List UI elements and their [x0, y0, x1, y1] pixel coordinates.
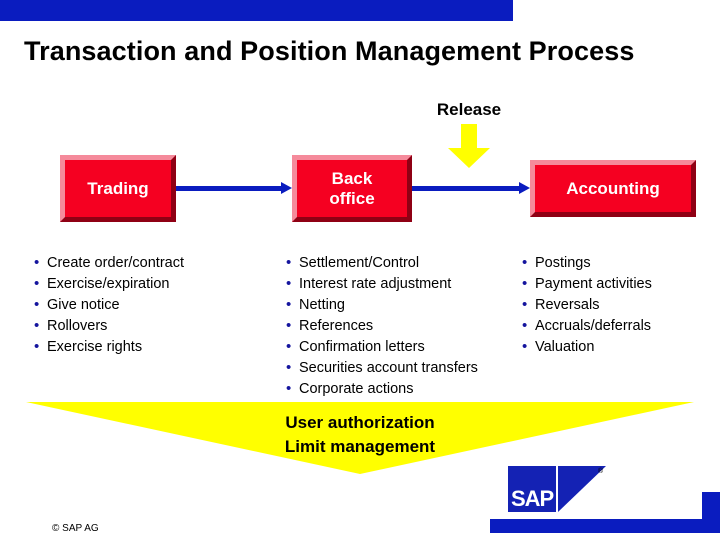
bullet-list-backoffice: • Settlement/Control • Interest rate adjust… — [286, 253, 536, 400]
bullet-diamond-icon: • — [34, 338, 40, 355]
registered-trademark-icon: ® — [598, 468, 604, 475]
arrow-head — [519, 182, 530, 194]
list-item: • Payment activities — [522, 274, 720, 294]
bullet-diamond-icon: • — [286, 338, 292, 355]
arrow-head — [281, 182, 292, 194]
bullet-diamond-icon: • — [34, 254, 40, 271]
list-item-label: Payment activities — [535, 276, 652, 292]
list-item: • References — [286, 316, 536, 336]
process-box-accounting-label: Accounting — [566, 178, 660, 198]
list-item-label: Confirmation letters — [299, 339, 425, 355]
list-item-label: Exercise rights — [47, 339, 143, 355]
bullet-diamond-icon: • — [286, 275, 292, 292]
blue-right-arrow-icon-trading-to-backoffice — [176, 182, 292, 194]
bullet-diamond-icon: • — [522, 296, 528, 313]
bullet-diamond-icon: • — [34, 275, 40, 292]
top-decor-bar — [0, 0, 513, 21]
bullet-diamond-icon: • — [522, 275, 528, 292]
list-item-label: Interest rate adjustment — [299, 276, 452, 292]
bullet-diamond-icon: • — [286, 380, 292, 397]
bullet-diamond-icon: • — [286, 359, 292, 376]
bullet-list-trading: • Create order/contract • Exercise/expirati… — [34, 253, 284, 358]
list-item-label: Settlement/Control — [299, 255, 420, 271]
list-item: • Exercise/expiration — [34, 274, 284, 294]
release-label: Release — [436, 100, 502, 119]
list-item: • Securities account transfers — [286, 358, 536, 378]
list-item: • Accruals/deferrals — [522, 316, 720, 336]
list-item-label: Netting — [299, 297, 345, 313]
bullet-list-accounting: • Postings • Payment activities • Reversals • A… — [522, 253, 720, 358]
list-item-label: Create order/contract — [47, 255, 185, 271]
list-item: • Valuation — [522, 337, 720, 357]
bullet-diamond-icon: • — [522, 254, 528, 271]
bullet-diamond-icon: • — [522, 338, 528, 355]
bullet-diamond-icon: • — [34, 296, 40, 313]
process-box-trading[interactable]: Trading — [60, 155, 176, 222]
banner-text: User authorization Limit management — [200, 411, 520, 459]
bullet-diamond-icon: • — [522, 317, 528, 334]
list-item-label: Exercise/expiration — [47, 276, 170, 292]
bullet-diamond-icon: • — [286, 296, 292, 313]
list-item: • Netting — [286, 295, 536, 315]
process-box-accounting[interactable]: Accounting — [530, 160, 696, 217]
list-item: • Settlement/Control — [286, 253, 536, 273]
svg-text:SAP: SAP — [511, 486, 554, 511]
copyright-text: © SAP AG — [52, 523, 99, 534]
list-item-label: Securities account transfers — [299, 360, 478, 376]
page-title: Transaction and Position Management Proc… — [24, 36, 635, 66]
list-item: • Rollovers — [34, 316, 284, 336]
list-item-label: Give notice — [47, 297, 120, 313]
list-item: • Create order/contract — [34, 253, 284, 273]
yellow-down-triangle-icon — [26, 402, 694, 474]
arrow-shaft — [176, 186, 281, 191]
yellow-down-arrow-icon — [446, 124, 492, 168]
list-item: • Corporate actions — [286, 379, 536, 399]
list-item: • Postings — [522, 253, 720, 273]
bullet-diamond-icon: • — [286, 254, 292, 271]
blue-right-arrow-icon-backoffice-to-accounting — [412, 182, 530, 194]
list-item-label: Corporate actions — [299, 381, 414, 397]
arrow-shaft — [412, 186, 519, 191]
sap-logo: SAP — [508, 466, 608, 512]
list-item-label: References — [299, 318, 374, 334]
process-box-trading-label: Trading — [87, 178, 149, 198]
list-item-label: Reversals — [535, 297, 600, 313]
list-item: • Exercise rights — [34, 337, 284, 357]
list-item-label: Valuation — [535, 339, 595, 355]
bottom-decor-bar — [490, 519, 702, 533]
banner-line-1: User authorization — [285, 413, 435, 432]
bullet-diamond-icon: • — [286, 317, 292, 334]
banner-line-2: Limit management — [284, 437, 436, 456]
bullet-diamond-icon: • — [34, 317, 40, 334]
list-item-label: Rollovers — [47, 318, 108, 334]
list-item-label: Postings — [535, 255, 591, 271]
list-item: • Give notice — [34, 295, 284, 315]
bottom-decor-riser — [702, 492, 720, 533]
list-item: • Interest rate adjustment — [286, 274, 536, 294]
list-item: • Confirmation letters — [286, 337, 536, 357]
list-item-label: Accruals/deferrals — [535, 318, 652, 334]
list-item: • Reversals — [522, 295, 720, 315]
